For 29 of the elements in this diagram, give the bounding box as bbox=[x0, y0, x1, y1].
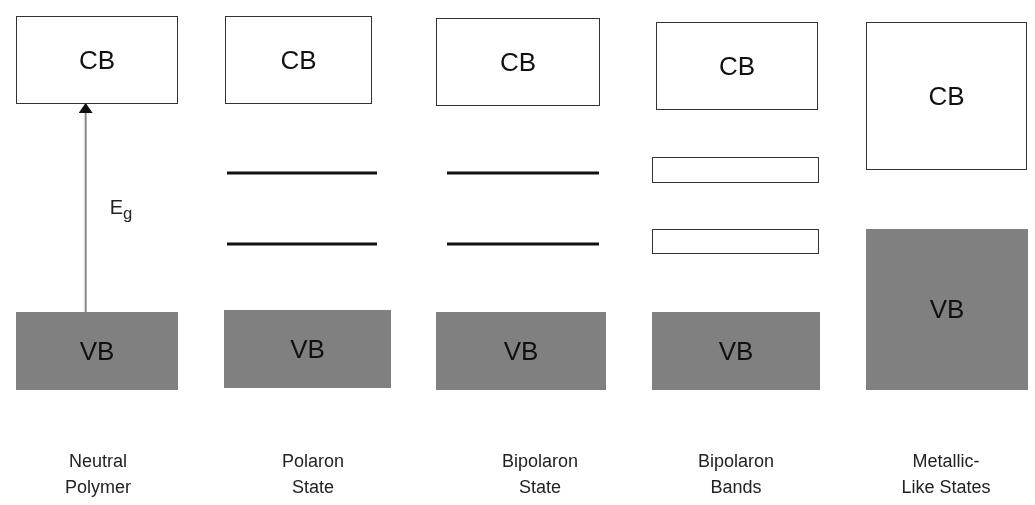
band-label: VB bbox=[929, 294, 965, 325]
conduction-band-box bbox=[656, 22, 818, 110]
valence-band-box bbox=[436, 312, 606, 390]
band-label: CB bbox=[280, 44, 317, 76]
band-label: VB bbox=[503, 335, 539, 367]
band-label: CB bbox=[718, 50, 756, 82]
column-caption: Polaron State bbox=[280, 450, 345, 499]
valence-band-box bbox=[16, 312, 178, 390]
arrow bbox=[78, 103, 93, 313]
band-label: CB bbox=[78, 44, 116, 76]
column-caption: Bipolaron State bbox=[500, 450, 580, 499]
valence-band-box bbox=[866, 229, 1028, 390]
conduction-band-box bbox=[866, 22, 1027, 170]
band-label: CB bbox=[928, 80, 965, 112]
valence-band-box bbox=[224, 310, 391, 388]
conduction-band-box bbox=[16, 16, 178, 104]
column-caption: Metallic-Like States bbox=[900, 450, 992, 499]
conduction-band-box bbox=[225, 16, 372, 104]
edge-label: E$_{g}$ bbox=[109, 196, 133, 224]
band-label: VB bbox=[290, 333, 325, 365]
energy-band-box bbox=[652, 157, 819, 183]
band-label: VB bbox=[79, 335, 115, 367]
column-caption: Bipolaron Bands bbox=[696, 450, 776, 499]
band-label: VB bbox=[718, 335, 754, 367]
energy-band-box bbox=[652, 229, 819, 254]
valence-band-box bbox=[652, 312, 820, 390]
conduction-band-box bbox=[436, 18, 600, 106]
band-label: CB bbox=[499, 46, 537, 78]
column-caption: Neutral Polymer bbox=[64, 450, 132, 499]
